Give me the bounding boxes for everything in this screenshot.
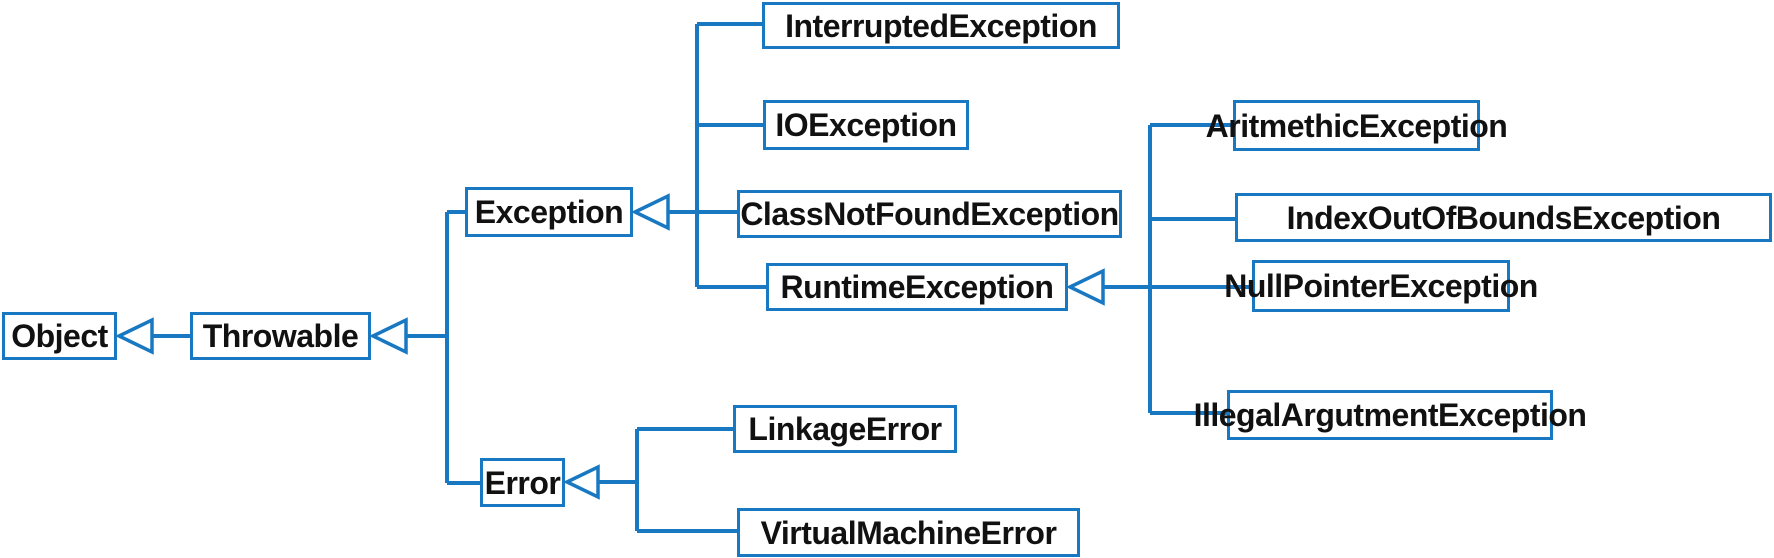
node-error: Error: [480, 458, 565, 507]
node-nullpointer-exception-label: NullPointerException: [1224, 268, 1538, 304]
node-virtualmachine-error-label: VirtualMachineError: [760, 514, 1057, 551]
node-exception-label: Exception: [474, 194, 624, 230]
node-nullpointer-exception: NullPointerException: [1224, 260, 1538, 312]
node-linkage-error-label: LinkageError: [748, 411, 942, 447]
connector-error-branch: [598, 427, 737, 533]
node-illegalargutment-exception: IllegalArgutmentException: [1194, 390, 1587, 440]
node-throwable: Throwable: [190, 312, 371, 360]
connector-throwable-branch: [406, 210, 480, 485]
inheritance-arrow-error: [562, 464, 600, 500]
node-io-exception-label: IOException: [775, 107, 957, 143]
node-indexoutofbounds-exception-label: IndexOutOfBoundsException: [1286, 199, 1721, 236]
connector-exception-branch: [668, 22, 766, 289]
node-linkage-error: LinkageError: [733, 405, 957, 453]
node-throwable-label: Throwable: [202, 318, 359, 354]
node-classnotfound-exception: ClassNotFoundException: [737, 190, 1122, 238]
node-runtime-exception: RuntimeException: [766, 263, 1068, 311]
node-illegalargutment-exception-label: IllegalArgutmentException: [1193, 397, 1587, 433]
node-runtime-exception-label: RuntimeException: [780, 269, 1054, 305]
node-error-label: Error: [484, 464, 561, 501]
inheritance-arrow-throwable: [368, 317, 408, 355]
connector-runtime-branch: [1103, 123, 1252, 415]
node-io-exception: IOException: [763, 100, 969, 150]
node-object: Object: [2, 312, 117, 360]
node-aritmethic-exception: AritmethicException: [1206, 100, 1508, 151]
inheritance-arrow-runtime: [1065, 268, 1105, 306]
node-classnotfound-exception-label: ClassNotFoundException: [740, 196, 1119, 232]
inheritance-arrow-object: [114, 317, 154, 355]
node-interrupted-exception-label: InterruptedException: [785, 7, 1097, 44]
node-aritmethic-exception-label: AritmethicException: [1205, 107, 1508, 144]
node-exception: Exception: [465, 187, 633, 237]
node-object-label: Object: [11, 318, 108, 354]
node-interrupted-exception: InterruptedException: [762, 2, 1120, 49]
inheritance-arrow-exception: [630, 193, 670, 231]
node-virtualmachine-error: VirtualMachineError: [737, 508, 1080, 557]
node-indexoutofbounds-exception: IndexOutOfBoundsException: [1235, 193, 1772, 242]
